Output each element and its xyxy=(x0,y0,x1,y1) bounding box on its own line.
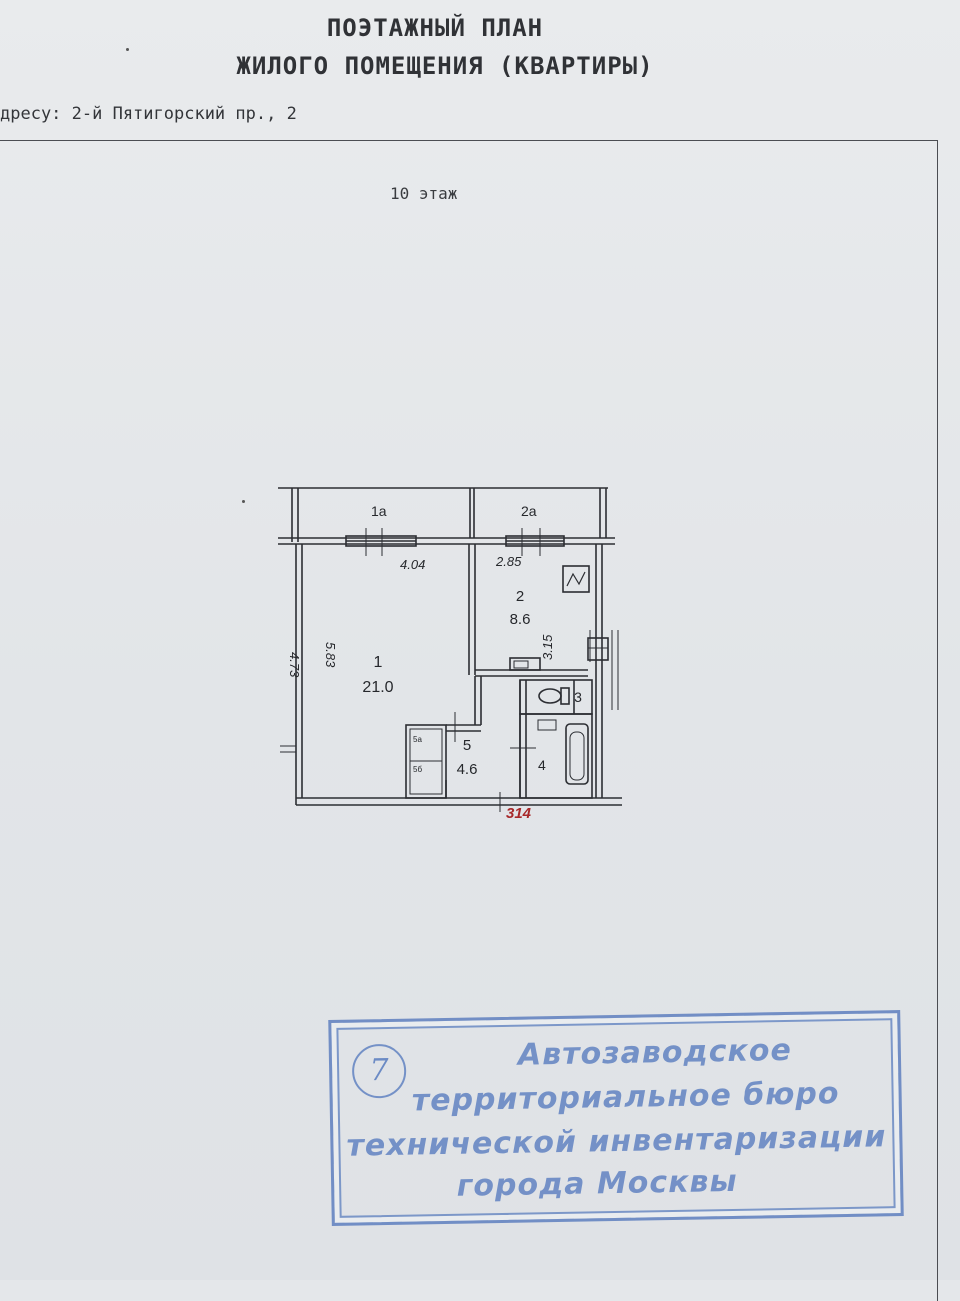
closet-5a-5b xyxy=(405,724,447,799)
bathtub-fixture xyxy=(565,723,589,785)
room-2a-label: 2а xyxy=(521,503,537,519)
document-title-line2: ЖИЛОГО ПОМЕЩЕНИЯ (КВАРТИРЫ) xyxy=(236,52,654,80)
room-3-number: 3 xyxy=(574,689,582,705)
sink-bowl xyxy=(513,660,529,669)
room-2-area: 8.6 xyxy=(510,611,531,628)
sink-fixture xyxy=(509,657,541,671)
paper-fleck xyxy=(126,48,129,51)
vent-shaft xyxy=(587,637,609,661)
floor-label: 10 этаж xyxy=(390,184,458,203)
floor-plan: 1а 2а 1 21.0 2 8.6 3 4 5 4.6 5а 5б 4.04 … xyxy=(278,487,622,822)
room-4-number: 4 xyxy=(538,757,546,773)
drawing-frame xyxy=(0,140,938,1301)
washbasin-fixture xyxy=(537,719,557,731)
dimension-5-83: 5.83 xyxy=(323,642,338,668)
dimension-3-15: 3.15 xyxy=(540,634,555,660)
toilet-fixture xyxy=(538,688,562,704)
stove-symbol xyxy=(566,571,586,587)
dimension-2-85: 2.85 xyxy=(495,554,522,569)
stamp-line4: города Москвы xyxy=(456,1163,738,1204)
stamp-line3: технической инвентаризации xyxy=(346,1119,887,1164)
apartment-number: 314 xyxy=(506,805,532,822)
paper-fleck xyxy=(242,500,245,503)
room-1-number: 1 xyxy=(374,654,383,671)
dimension-4-73: 4.73 xyxy=(287,652,302,678)
inventory-bureau-stamp: 7 Автозаводское территориальное бюро тех… xyxy=(328,1010,904,1226)
room-5-number: 5 xyxy=(463,737,471,754)
room-1a-label: 1а xyxy=(371,503,387,519)
room-5b-label: 5б xyxy=(413,765,422,774)
stamp-line1: Автозаводское xyxy=(517,1032,793,1073)
address-line: дресу: 2-й Пятигорский пр., 2 xyxy=(0,104,297,124)
room-1-area: 21.0 xyxy=(362,679,393,696)
stamp-line2: территориальное бюро xyxy=(411,1076,840,1119)
stove-fixture xyxy=(562,565,590,593)
toilet-tank xyxy=(560,687,570,705)
room-5a-label: 5а xyxy=(413,735,422,744)
dimension-4-04: 4.04 xyxy=(400,557,425,572)
document-title-line1: ПОЭТАЖНЫЙ ПЛАН xyxy=(326,14,544,42)
room-2-number: 2 xyxy=(516,588,524,605)
bathtub-inner xyxy=(569,731,585,781)
room-5-area: 4.6 xyxy=(457,761,478,778)
